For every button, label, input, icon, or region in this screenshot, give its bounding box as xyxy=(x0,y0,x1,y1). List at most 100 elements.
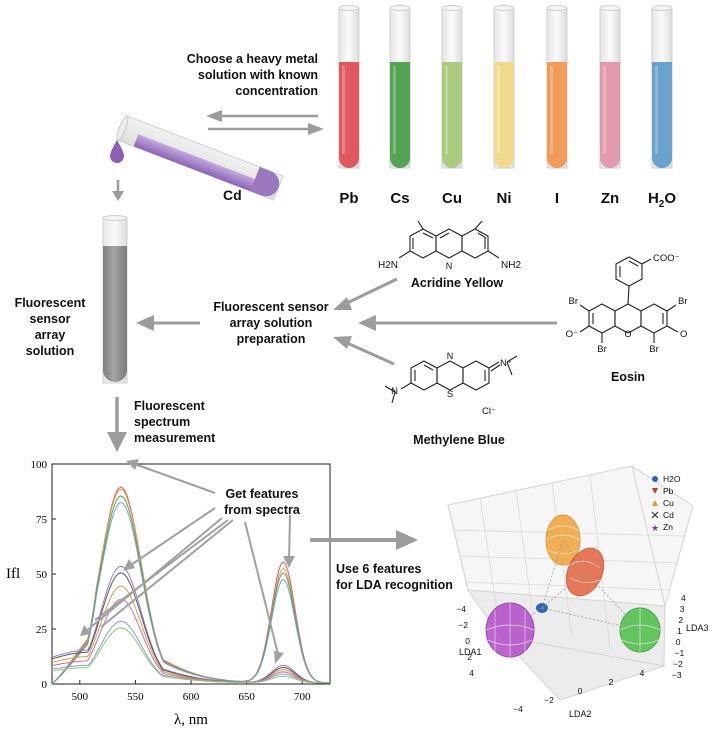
legend-marker xyxy=(652,500,658,506)
tube-label-ni: Ni xyxy=(497,190,512,207)
sensor-prep-line-2: array solution xyxy=(230,316,313,330)
spectra-xlabel: λ, nm xyxy=(174,712,208,728)
lda3-tick: −1 xyxy=(675,648,685,658)
eosin-br-3: Br xyxy=(597,344,607,355)
lda1-tick: 4 xyxy=(469,668,474,678)
spectrum-measurement-text: Fluorescent spectrum measurement xyxy=(134,399,216,445)
x-tick-label: 500 xyxy=(72,691,89,703)
features-line-1: Get features xyxy=(226,487,299,501)
sensor-prep-text: Fluorescent sensor array solution prepar… xyxy=(213,300,328,346)
legend-item-cu: Cu xyxy=(652,498,674,508)
y-tick-label: 100 xyxy=(31,459,48,471)
x-tick-label: 650 xyxy=(238,691,255,703)
methylene-name: Methylene Blue xyxy=(413,433,505,447)
methylene-n-left: N xyxy=(391,386,398,397)
lda-line-1: Use 6 features xyxy=(336,562,422,576)
legend-item-h2o: H2O xyxy=(652,474,681,484)
tube-label-h2o: H2O xyxy=(648,190,676,210)
features-line-2: from spectra xyxy=(224,503,301,517)
choose-line-3: concentration xyxy=(235,84,318,98)
lda1-tick: 2 xyxy=(467,652,472,662)
tube-zn: Zn xyxy=(599,5,621,207)
legend-item-zn: ★ Zn xyxy=(651,522,673,533)
y-tick-label: 75 xyxy=(36,514,48,526)
legend-label: H2O xyxy=(663,474,681,484)
methylene-cl: Cl⁻ xyxy=(482,406,496,417)
lda1-tick: −2 xyxy=(458,620,468,630)
spectrum-line xyxy=(51,598,330,684)
y-tick-label: 0 xyxy=(42,679,48,691)
y-tick-label: 50 xyxy=(36,569,48,581)
tube-label-i: I xyxy=(555,190,559,207)
spectrum-line xyxy=(51,501,331,685)
choose-line-1: Choose a heavy metal xyxy=(187,52,318,66)
legend-item-cd: Cd xyxy=(651,510,674,520)
sensor-solution-line-1: Fluorescent xyxy=(15,296,87,310)
tube-h2o: H2O xyxy=(648,5,676,210)
tube-cs: Cs xyxy=(389,5,411,207)
sensor-solution-line-3: array xyxy=(35,328,66,342)
lda3-tick: 0 xyxy=(676,637,681,647)
lda2-tick: 2 xyxy=(609,677,614,687)
lda3-tick: −3 xyxy=(672,670,682,680)
methylene-blue-structure: N S N N⁺ Cl⁻ Methylene Blue xyxy=(384,351,518,447)
sensor-prep-line-1: Fluorescent sensor xyxy=(213,300,328,314)
spectrum-line xyxy=(51,572,330,684)
x-tick-label: 550 xyxy=(127,691,144,703)
legend-label: Cd xyxy=(663,510,674,520)
legend-marker xyxy=(652,476,658,482)
sensor-solution-line-4: solution xyxy=(26,344,75,358)
tube-label-cs: Cs xyxy=(390,190,409,207)
cd-label: Cd xyxy=(223,187,242,203)
down-arrow-large xyxy=(107,397,127,452)
feature-pointers: Get features from spectra xyxy=(80,459,301,664)
eosin-coo: COO⁻ xyxy=(653,253,680,264)
acridine-nh2-left: H2N xyxy=(378,260,398,271)
legend-label: Cu xyxy=(663,498,674,508)
lda2-label: LDA2 xyxy=(569,709,592,719)
acridine-yellow-structure: H2N NH2 N Acridine Yellow xyxy=(378,220,521,290)
choose-solution-text: Choose a heavy metal solution with known… xyxy=(187,52,318,98)
acridine-n: N xyxy=(446,261,453,271)
lda3-tick: 4 xyxy=(681,593,686,603)
acridine-nh2-right: NH2 xyxy=(501,260,521,271)
lda2-tick: 0 xyxy=(578,686,583,696)
methylene-s: S xyxy=(447,389,453,400)
lda2-tick: 4 xyxy=(640,668,645,678)
tube-label-cu: Cu xyxy=(442,190,462,207)
choose-line-2: solution with known xyxy=(198,68,318,82)
legend-marker: ★ xyxy=(651,523,659,533)
lda3-tick: 2 xyxy=(678,615,683,625)
eosin-br-2: Br xyxy=(678,296,688,307)
lda1-label: LDA1 xyxy=(459,647,482,657)
acridine-name: Acridine Yellow xyxy=(411,276,503,290)
prep-to-tube-arrow xyxy=(136,315,200,331)
tube-cu: Cu xyxy=(441,5,463,207)
spectrum-line-2: spectrum xyxy=(134,415,190,429)
lda1-tick: 0 xyxy=(465,636,470,646)
dye-arrows xyxy=(333,277,557,366)
spectra-ylabel: Ifl xyxy=(6,566,20,582)
legend-label: Zn xyxy=(663,522,673,532)
sensor-prep-line-3: preparation xyxy=(237,332,306,346)
sensor-solution-line-2: sensor xyxy=(30,312,71,326)
spectrum-line xyxy=(51,627,330,684)
methylene-ring-n: N xyxy=(447,351,454,361)
lda2-tick: −2 xyxy=(544,695,554,705)
lda3-tick: 1 xyxy=(677,626,682,636)
tube-ni: Ni xyxy=(493,5,515,207)
tube-i: I xyxy=(546,5,568,207)
methylene-n-plus: N⁺ xyxy=(500,358,512,369)
sensor-solution-tube xyxy=(102,215,128,384)
tube-label-zn: Zn xyxy=(601,190,619,207)
eosin-br-1: Br xyxy=(569,296,579,307)
lda3-tick: −2 xyxy=(673,659,683,669)
lda-arrow: Use 6 features for LDA recognition xyxy=(310,530,453,592)
legend-marker xyxy=(652,488,658,494)
down-arrow-small xyxy=(112,180,124,201)
